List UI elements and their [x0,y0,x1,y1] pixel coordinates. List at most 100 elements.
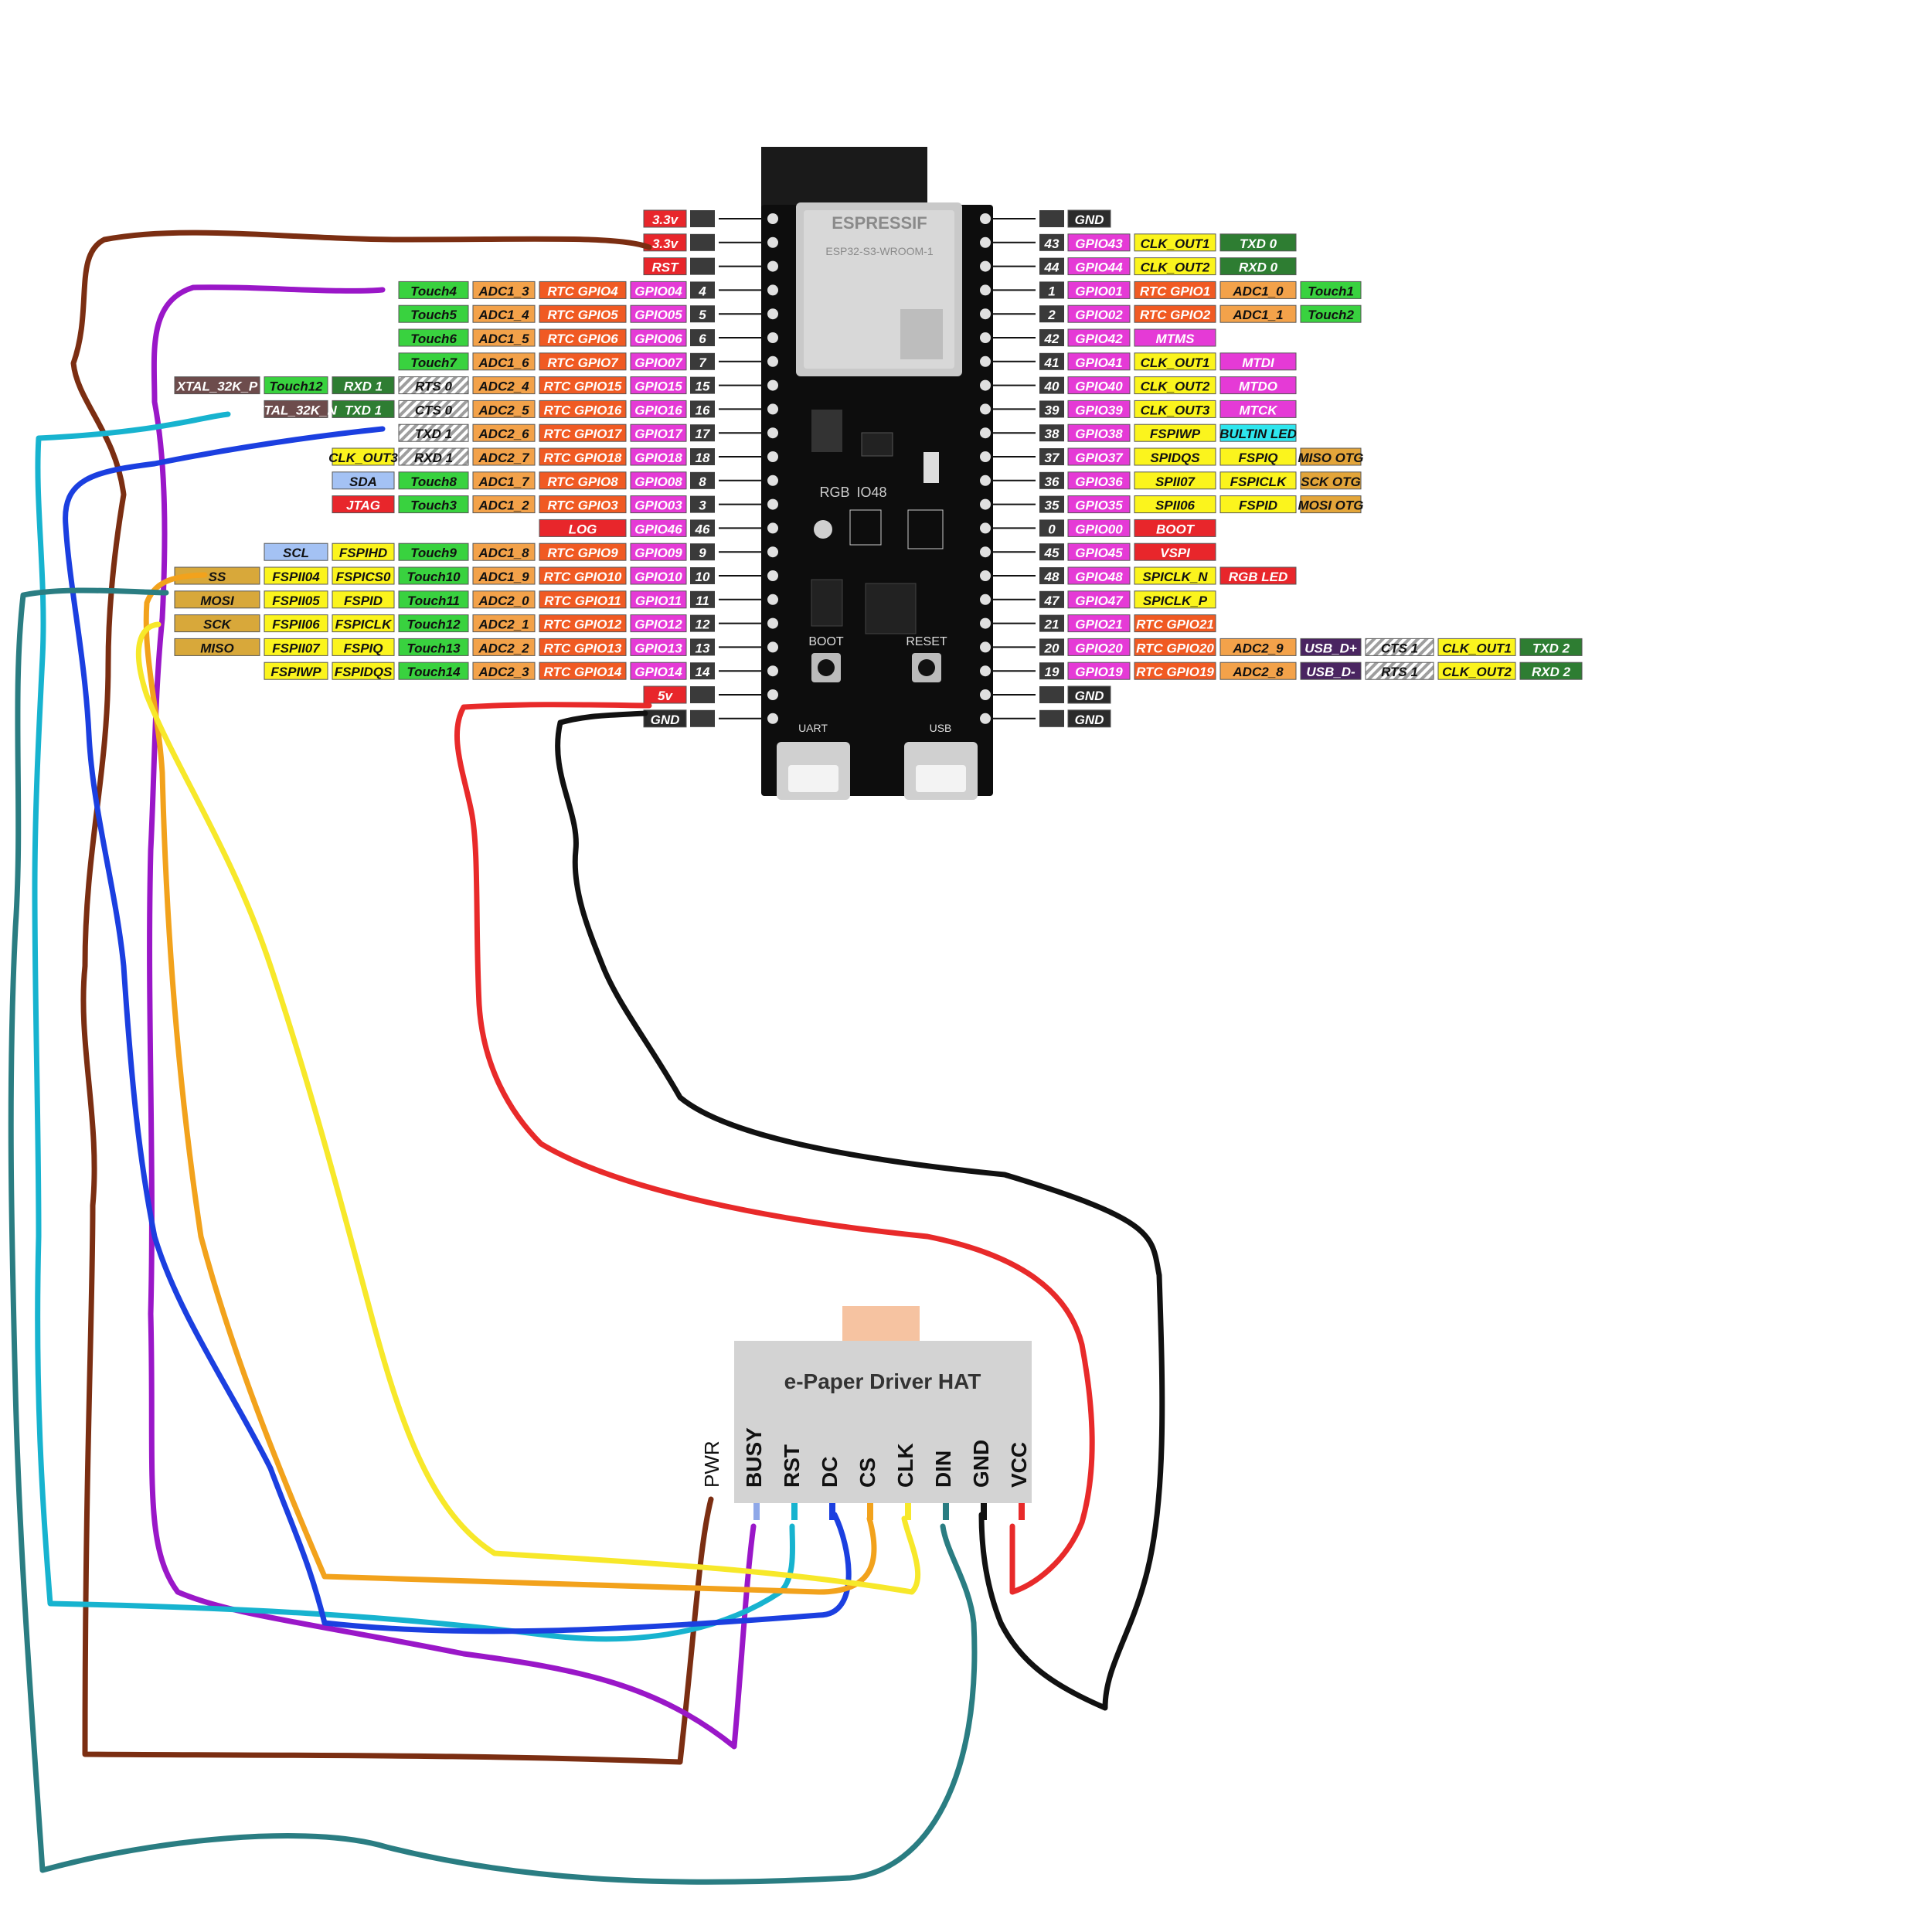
pin-label-adc2-2: ADC2_2 [478,641,529,655]
pin-number-15: 15 [696,379,710,394]
pin-label-box [630,662,687,680]
pin-number-box [1039,590,1064,608]
pin-label-adc1-6: ADC1_6 [478,355,529,370]
pin-label-box [630,519,687,537]
pin-label-box [1365,662,1434,680]
pin-number-box [690,662,715,680]
pin-label-rts-1: RTS 1 [1381,665,1418,679]
pin-label-box [1067,471,1131,490]
pin-label-box [539,471,627,490]
pin-label-box [1134,590,1216,609]
pin-label-box [1519,638,1583,656]
pin-label-rtc-gpio2: RTC GPIO2 [1140,308,1211,322]
pin-number-box [1039,614,1064,632]
pin-label-box [1134,543,1216,561]
pin-label-box [539,566,627,585]
pin-number-1: 1 [1048,284,1055,298]
pin-label-touch10: Touch10 [406,570,461,584]
pin-hole [980,332,991,343]
pin-number-box [690,709,715,727]
pin-label-box [630,495,687,514]
pin-label-box [472,304,536,323]
pin-label-adc2-1: ADC2_1 [478,617,529,632]
pin-label-box [332,566,395,585]
pin-hole [980,713,991,724]
pin-hole [767,213,778,224]
pin-number-box [690,567,715,584]
pin-number-box [1039,305,1064,323]
pin-label-box [398,447,469,466]
pin-label-fspiwp: FSPIWP [1150,427,1201,441]
pin-label-rtc-gpio21: RTC GPIO21 [1136,617,1214,632]
pin-label-rts-0: RTS 0 [415,379,452,394]
pin-hole [767,403,778,415]
pin-label-box [1300,662,1362,680]
pin-label-box [472,543,536,561]
pin-label-sda: SDA [349,474,377,489]
pin-label-box [332,543,395,561]
pin-label-box [332,614,395,633]
pin-label-gpio16: GPIO16 [634,403,682,417]
pin-label-box [630,376,687,395]
pin-number-box [690,471,715,489]
pin-hole [767,332,778,343]
pin-label-box [1219,471,1297,490]
pin-label-box [398,590,469,609]
pin-number-box [1039,471,1064,489]
pin-number-0: 0 [1048,522,1056,536]
pin-label-box [1067,328,1131,347]
pin-label-touch6: Touch6 [410,332,457,346]
pin-number-4: 4 [698,284,706,298]
pin-label-box [1067,400,1131,418]
pin-label-gpio02: GPIO02 [1075,308,1123,322]
pin-label-rtc-gpio5: RTC GPIO5 [547,308,618,322]
pin-number-7: 7 [699,355,707,370]
pin-number-box [690,686,715,703]
pin-number-box [690,352,715,370]
pin-label-box [630,423,687,442]
pin-label-box [264,566,328,585]
pin-number-box [690,448,715,465]
pin-label-box [398,495,469,514]
pin-label-box [472,423,536,442]
pin-hole [767,665,778,677]
pin-label-box [398,352,469,371]
wire-pwr [70,230,714,1765]
pin-label-3-3v: 3.3v [652,213,679,227]
pin-label-box [398,471,469,490]
pin-label-miso-otg: MISO OTG [1298,451,1364,465]
pin-number-box [1039,210,1064,227]
pin-hole [980,617,991,629]
pin-label-box [1437,638,1516,656]
hat-pin-cs: CS [855,1458,879,1488]
hat-body [734,1341,1032,1503]
pin-label-spidqs: SPIDQS [1150,451,1200,465]
wire-din [8,587,978,1885]
pin-label-box [1067,590,1131,609]
pin-label-box [1067,519,1131,537]
pin-number-19: 19 [1045,665,1060,679]
hat-pin-dc: DC [818,1457,842,1488]
pin-hole [980,403,991,415]
pin-label-mosi-otg: MOSI OTG [1298,498,1364,513]
pin-label-gpio45: GPIO45 [1075,546,1123,560]
pin-hole [980,546,991,558]
pin-label-box [1067,685,1111,704]
pin-label-adc2-7: ADC2_7 [478,451,530,465]
pin-label-gpio39: GPIO39 [1075,403,1123,417]
pin-hole [767,713,778,724]
pin-label-fspid: FSPID [1239,498,1277,513]
pin-label-touch4: Touch4 [410,284,457,298]
pin-label-box [539,400,627,418]
pin-label-box [264,400,328,418]
pin-label-box [1134,566,1216,585]
pin-hole [767,546,778,558]
pin-label-fspii05: FSPII05 [272,594,320,608]
pin-number-box [690,329,715,346]
pin-label-box [472,566,536,585]
pin-label-rtc-gpio8: RTC GPIO8 [547,474,618,489]
pin-number-box [690,281,715,299]
pin-number-box [1039,543,1064,561]
pin-number-37: 37 [1045,451,1060,465]
